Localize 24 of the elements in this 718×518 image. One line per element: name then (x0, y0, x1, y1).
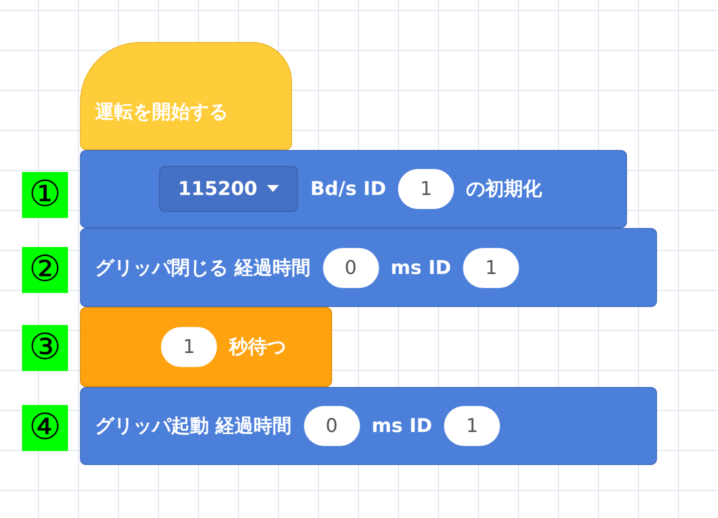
step-number: ④ (22, 405, 68, 451)
block-text: ms ID (390, 256, 452, 278)
step-number: ③ (22, 325, 68, 371)
number-field: 0 (322, 248, 379, 288)
code-block (80, 228, 657, 307)
step-number: ② (22, 247, 68, 293)
dropdown-menu: 115200 (159, 166, 298, 212)
block-text: の初期化 (466, 177, 542, 202)
block-text: ms ID (372, 415, 432, 437)
code-block (80, 150, 627, 228)
hat-block (80, 42, 292, 150)
number-field: 0 (304, 406, 360, 446)
code-block (80, 387, 657, 465)
code-block (80, 307, 332, 387)
step-number: ① (22, 172, 68, 218)
block-text: Bd/s ID (310, 178, 386, 200)
block-text: グリッパ起動 経過時間 (95, 414, 292, 439)
number-field: 1 (398, 169, 454, 209)
number-field: 1 (444, 406, 500, 446)
number-field: 1 (161, 327, 217, 367)
block-text: 秒待つ (229, 335, 286, 360)
block-text: 運転を開始する (95, 100, 228, 125)
number-field: 1 (463, 248, 520, 288)
block-text: グリッパ閉じる 経過時間 (95, 256, 311, 280)
